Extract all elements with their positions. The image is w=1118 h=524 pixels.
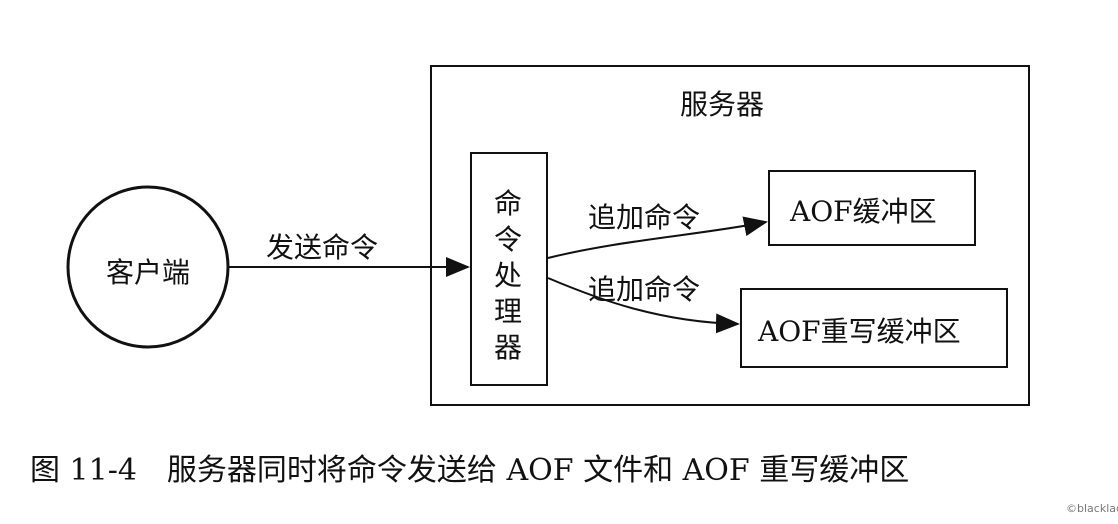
append-label-1: 追加命令 bbox=[588, 201, 701, 234]
command-processor-box bbox=[470, 152, 548, 386]
server-title: 服务器 bbox=[680, 88, 765, 121]
command-processor-label: 命令处理器 bbox=[494, 187, 523, 364]
append-label-2: 追加命令 bbox=[588, 273, 701, 306]
aof-rewrite-buffer-box bbox=[740, 288, 1008, 368]
aof-buffer-box bbox=[768, 170, 976, 246]
send-label: 发送命令 bbox=[266, 231, 379, 264]
client-label: 客户端 bbox=[106, 256, 191, 289]
aof-rewrite-buffer-label: AOF重写缓冲区 bbox=[758, 315, 961, 348]
append-arrow-1 bbox=[547, 216, 768, 259]
aof-buffer-label: AOF缓冲区 bbox=[790, 195, 937, 228]
figure-caption: 图 11-4 服务器同时将命令发送给 AOF 文件和 AOF 重写缓冲区 bbox=[30, 453, 910, 488]
watermark: ©blacklad bbox=[1066, 502, 1118, 515]
append-arrow-2 bbox=[547, 277, 740, 334]
server-box bbox=[430, 65, 1030, 406]
